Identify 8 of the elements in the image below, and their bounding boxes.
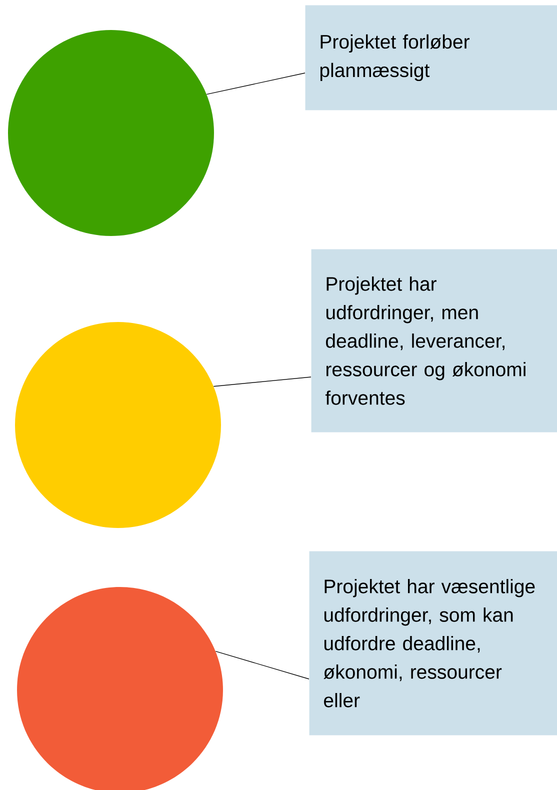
connector-line: [213, 376, 312, 387]
status-circle: [8, 30, 214, 236]
connector-line: [206, 72, 306, 95]
text-box: Projektet har udfordringer, men deadline, leverancer, ressourcer og økonomi forventes: [311, 249, 557, 432]
status-circle: [15, 322, 221, 528]
connector-line: [215, 650, 310, 680]
text-box: Projektet har væsentlige udfordringer, som kan udfordre deadline, økonomi, ressourcer eller: [309, 551, 557, 736]
text-box: Projektet forløber planmæssigt: [305, 5, 557, 110]
